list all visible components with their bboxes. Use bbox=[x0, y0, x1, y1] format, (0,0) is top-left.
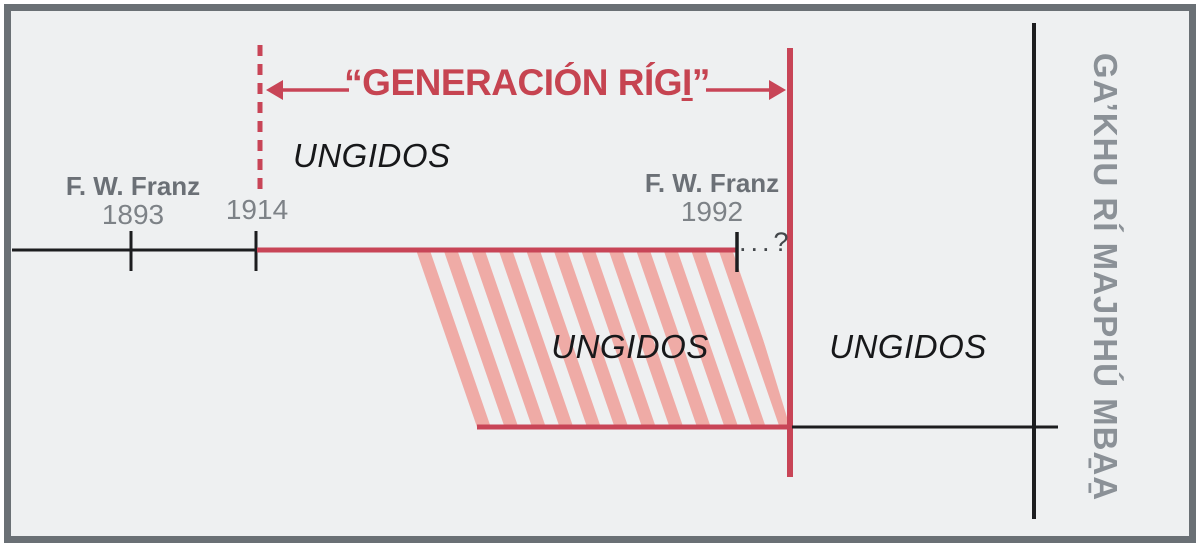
left-arrowhead-icon bbox=[266, 80, 283, 100]
franz-1992-year: 1992 bbox=[680, 196, 744, 228]
franz-1893-year: 1893 bbox=[101, 199, 165, 231]
anointed-label-top: UNGIDOS bbox=[293, 137, 451, 174]
franz-1893-name: F. W. Franz bbox=[65, 171, 201, 201]
franz-1992-name: F. W. Franz bbox=[644, 168, 780, 198]
continuation-label: ...? bbox=[739, 227, 793, 257]
franz-1992-label: F. W. Franz 1992 bbox=[644, 168, 780, 228]
vertical-right-label: GA’KHU RÍ MAJPHÚ MBA̱A̱ bbox=[1087, 52, 1124, 502]
generation-title: “GENERACIÓN RÍGI̱” bbox=[344, 62, 710, 103]
anointed-label-right: UNGIDOS bbox=[829, 328, 987, 365]
anointed-label-middle: UNGIDOS bbox=[551, 328, 709, 365]
hatched-overlap-parallelogram bbox=[410, 252, 790, 427]
franz-1893-label: F. W. Franz 1893 bbox=[65, 171, 201, 231]
year-1914-label: 1914 bbox=[225, 194, 289, 225]
right-arrowhead-icon bbox=[769, 80, 786, 100]
